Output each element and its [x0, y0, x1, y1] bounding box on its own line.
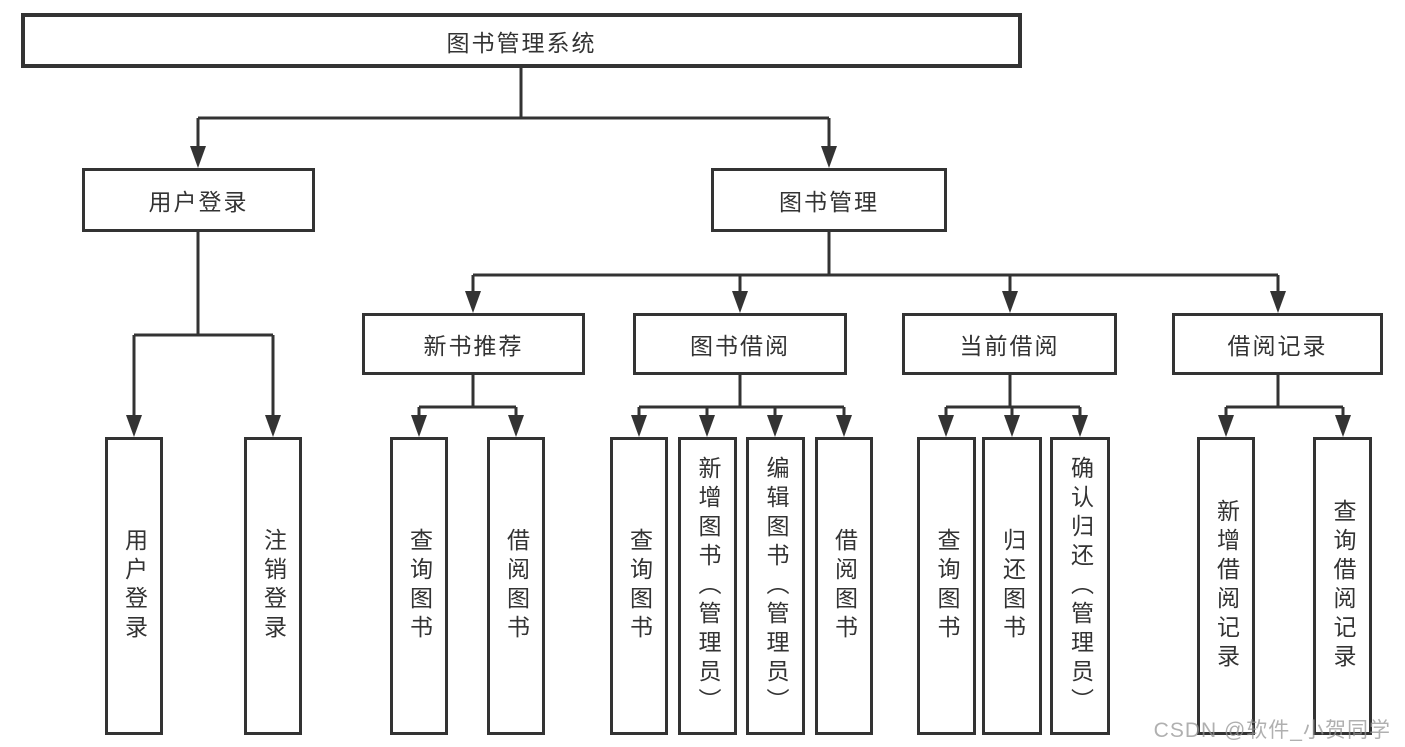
leaf-current-query-books-label: 查询图书	[934, 528, 960, 644]
node-user-login-label: 用户登录	[148, 189, 249, 215]
leaf-borrow-query-books-label: 查询图书	[626, 528, 653, 644]
leaf-newbook-borrow-books: 借阅图书	[487, 437, 545, 735]
leaf-edit-book-admin-label: 编辑图书（管理员）	[763, 455, 789, 717]
node-current-borrow-label: 当前借阅	[959, 333, 1060, 359]
node-borrow-records: 借阅记录	[1172, 313, 1383, 375]
node-new-book-recommend-label: 新书推荐	[423, 333, 524, 359]
leaf-add-book-admin-label: 新增图书（管理员）	[695, 455, 721, 717]
leaf-logout-label: 注销登录	[260, 528, 287, 644]
node-book-management: 图书管理	[711, 168, 947, 232]
node-new-book-recommend: 新书推荐	[362, 313, 585, 375]
leaf-edit-book-admin: 编辑图书（管理员）	[746, 437, 805, 735]
leaf-return-books-label: 归还图书	[999, 528, 1026, 644]
leaf-return-books: 归还图书	[982, 437, 1042, 735]
leaf-confirm-return-admin-label: 确认归还（管理员）	[1067, 455, 1094, 717]
leaf-add-borrow-record-label: 新增借阅记录	[1213, 499, 1240, 673]
node-book-borrow-label: 图书借阅	[690, 333, 790, 359]
leaf-query-borrow-record: 查询借阅记录	[1313, 437, 1372, 735]
leaf-add-book-admin: 新增图书（管理员）	[678, 437, 737, 735]
node-user-login: 用户登录	[82, 168, 315, 232]
leaf-newbook-query-books: 查询图书	[390, 437, 448, 735]
node-book-management-label: 图书管理	[779, 189, 879, 215]
leaf-borrow-borrow-books: 借阅图书	[815, 437, 873, 735]
leaf-current-query-books: 查询图书	[917, 437, 976, 735]
leaf-newbook-borrow-books-label: 借阅图书	[503, 528, 530, 644]
leaf-borrow-borrow-books-label: 借阅图书	[831, 528, 858, 644]
leaf-user-login: 用户登录	[105, 437, 163, 735]
leaf-query-borrow-record-label: 查询借阅记录	[1330, 499, 1356, 673]
leaf-logout: 注销登录	[244, 437, 302, 735]
node-root-label: 图书管理系统	[446, 29, 597, 56]
node-current-borrow: 当前借阅	[902, 313, 1117, 375]
node-book-borrow: 图书借阅	[633, 313, 847, 375]
leaf-borrow-query-books: 查询图书	[610, 437, 668, 735]
watermark: CSDN @软件_小贺同学	[1153, 719, 1391, 742]
node-root: 图书管理系统	[21, 13, 1022, 68]
arrowhead-icons	[126, 146, 1351, 437]
leaf-newbook-query-books-label: 查询图书	[406, 528, 433, 644]
leaf-user-login-label: 用户登录	[121, 528, 148, 644]
node-borrow-records-label: 借阅记录	[1227, 333, 1328, 359]
leaf-add-borrow-record: 新增借阅记录	[1197, 437, 1255, 735]
leaf-confirm-return-admin: 确认归还（管理员）	[1050, 437, 1110, 735]
